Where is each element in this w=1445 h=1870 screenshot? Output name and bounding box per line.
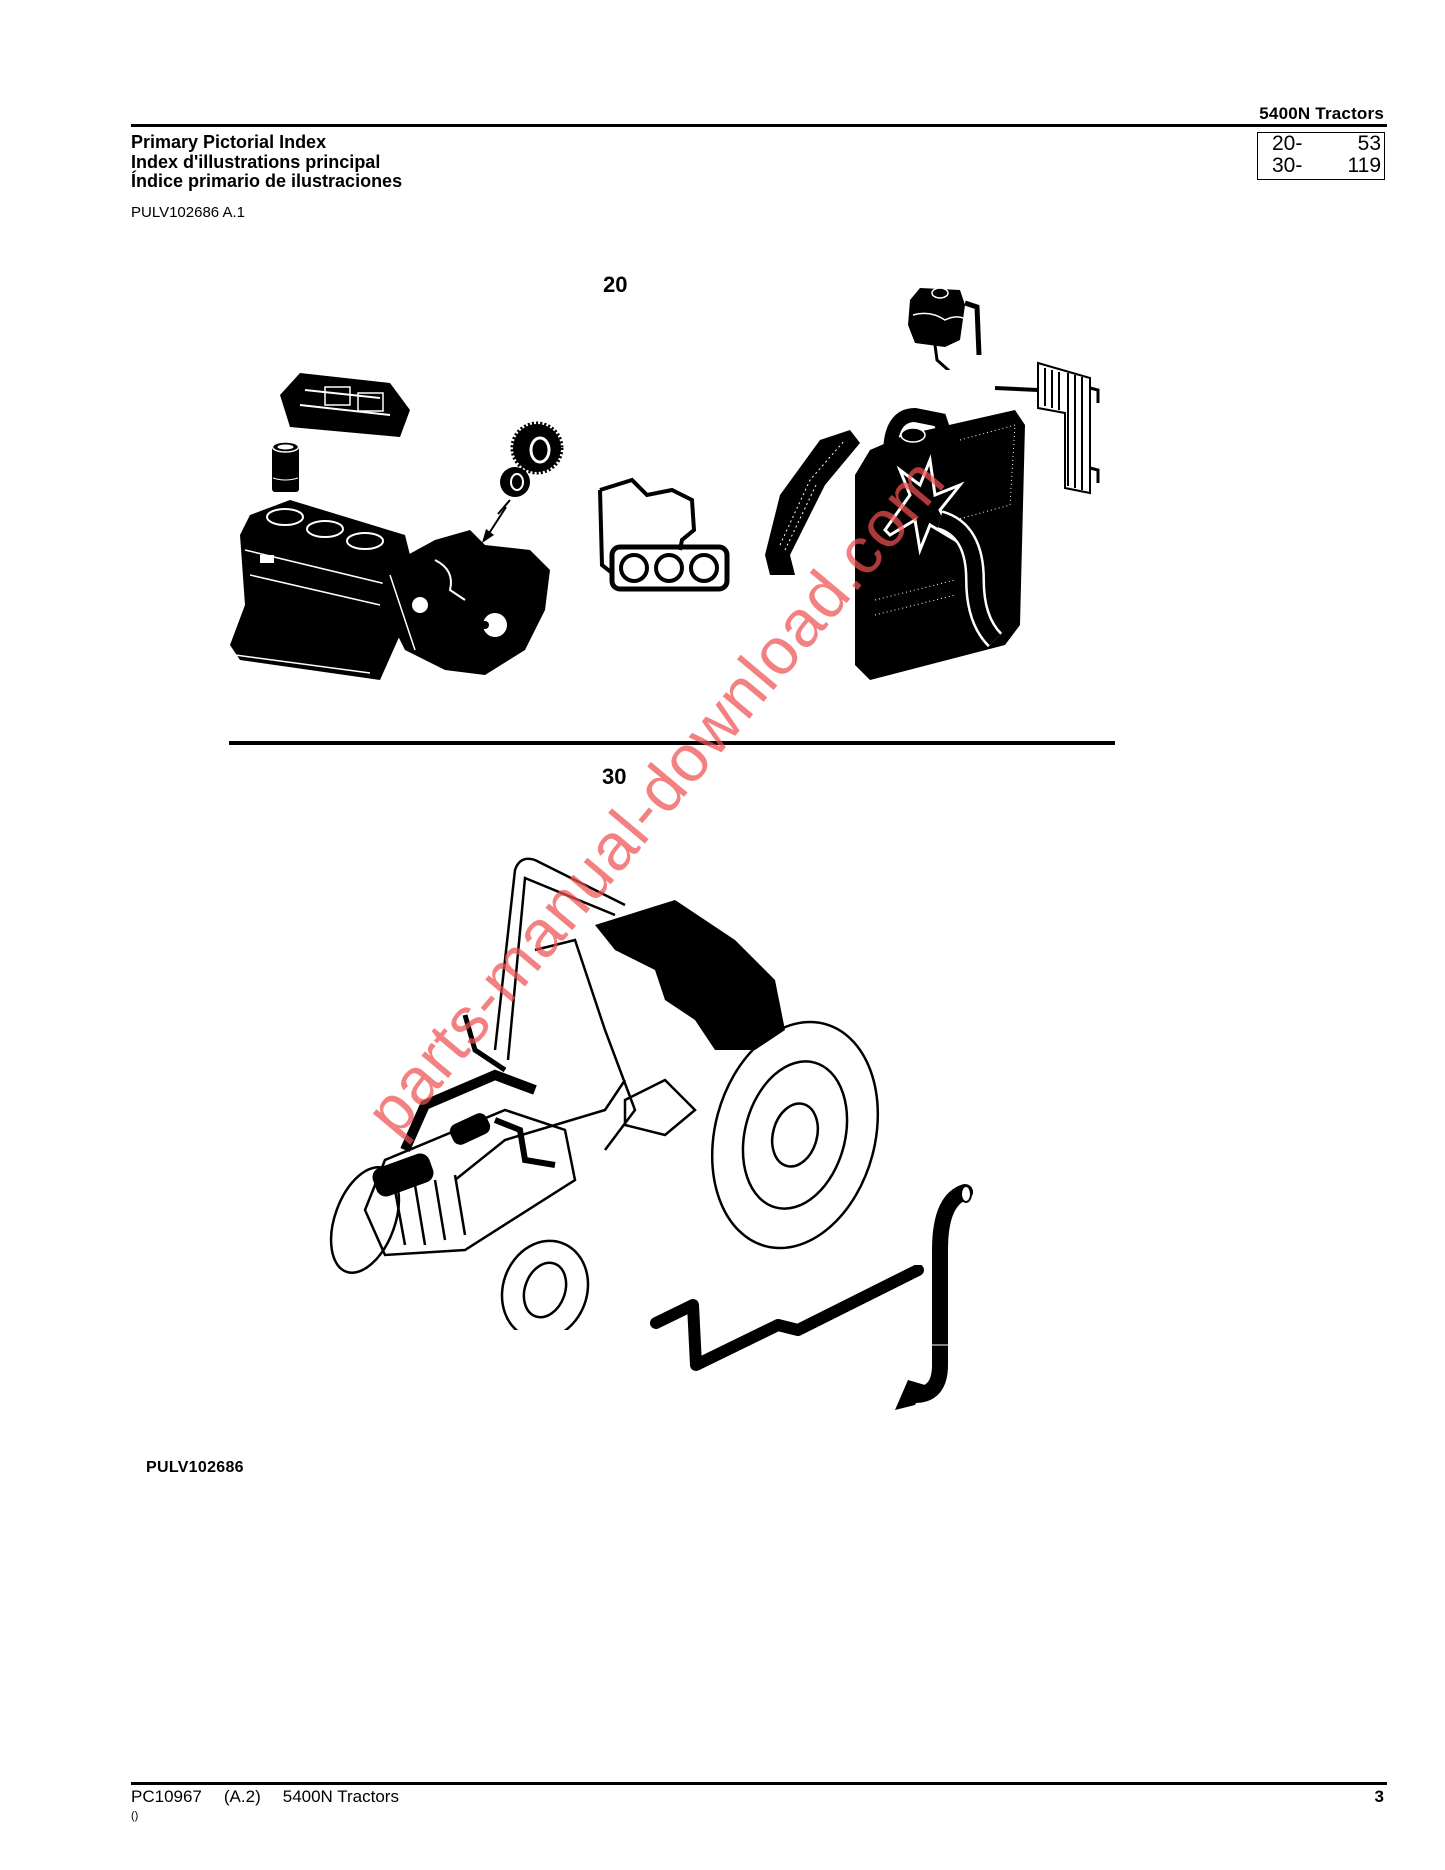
footer-product: 5400N Tractors	[282, 1787, 399, 1806]
footer-info: PC10967 (A.2) 5400N Tractors	[131, 1787, 421, 1807]
header-rule	[131, 124, 1387, 127]
page-title-es: Índice primario de ilustraciones	[131, 171, 403, 191]
section-label-20[interactable]: 20	[603, 272, 628, 297]
section-index-box: 20- 53 30- 119	[1257, 132, 1385, 180]
page-title-fr: Index d'illustrations principal	[131, 151, 381, 172]
cylinder-liner-illustration[interactable]	[268, 440, 303, 495]
index-section: 30-	[1272, 154, 1303, 177]
reference-code: PULV102686 A.1	[131, 204, 245, 221]
coolant-tank-illustration[interactable]	[905, 285, 985, 370]
arrow-icon	[482, 506, 507, 543]
muffler-pipe-illustration[interactable]	[890, 1180, 980, 1420]
timing-gear-cover-illustration[interactable]	[375, 530, 555, 680]
page-number: 3	[1374, 1787, 1384, 1806]
index-row-20[interactable]: 20- 53	[1258, 133, 1384, 155]
footer-doc-number: PC10967	[131, 1787, 202, 1806]
index-page: 53	[1357, 132, 1381, 155]
footer-revision: (A.2)	[223, 1787, 261, 1806]
index-section: 20-	[1272, 132, 1303, 155]
engine-block-illustration[interactable]	[230, 495, 420, 680]
page-title-en: Primary Pictorial Index	[131, 132, 327, 152]
timing-gears-illustration[interactable]	[495, 420, 565, 515]
oil-cooler-illustration[interactable]	[990, 358, 1105, 498]
page-title-block: Primary Pictorial Index Index d'illustra…	[131, 132, 403, 192]
footer-sub: ()	[131, 1810, 139, 1822]
index-page: 119	[1347, 154, 1381, 177]
product-title: 5400N Tractors	[1259, 104, 1384, 123]
index-row-30[interactable]: 30- 119	[1258, 155, 1384, 177]
fan-shroud-illustration[interactable]	[755, 425, 870, 590]
exhaust-pipe-illustration[interactable]	[648, 1265, 928, 1385]
figure-id: PULV102686	[146, 1459, 244, 1476]
cylinder-head-illustration[interactable]	[270, 365, 420, 445]
gasket-set-illustration[interactable]	[592, 475, 732, 595]
section-divider	[229, 741, 1115, 745]
footer-rule	[131, 1782, 1387, 1785]
radiator-illustration[interactable]	[845, 400, 1030, 690]
section-label-30[interactable]: 30	[602, 764, 627, 789]
tractor-illustration[interactable]	[325, 850, 885, 1330]
